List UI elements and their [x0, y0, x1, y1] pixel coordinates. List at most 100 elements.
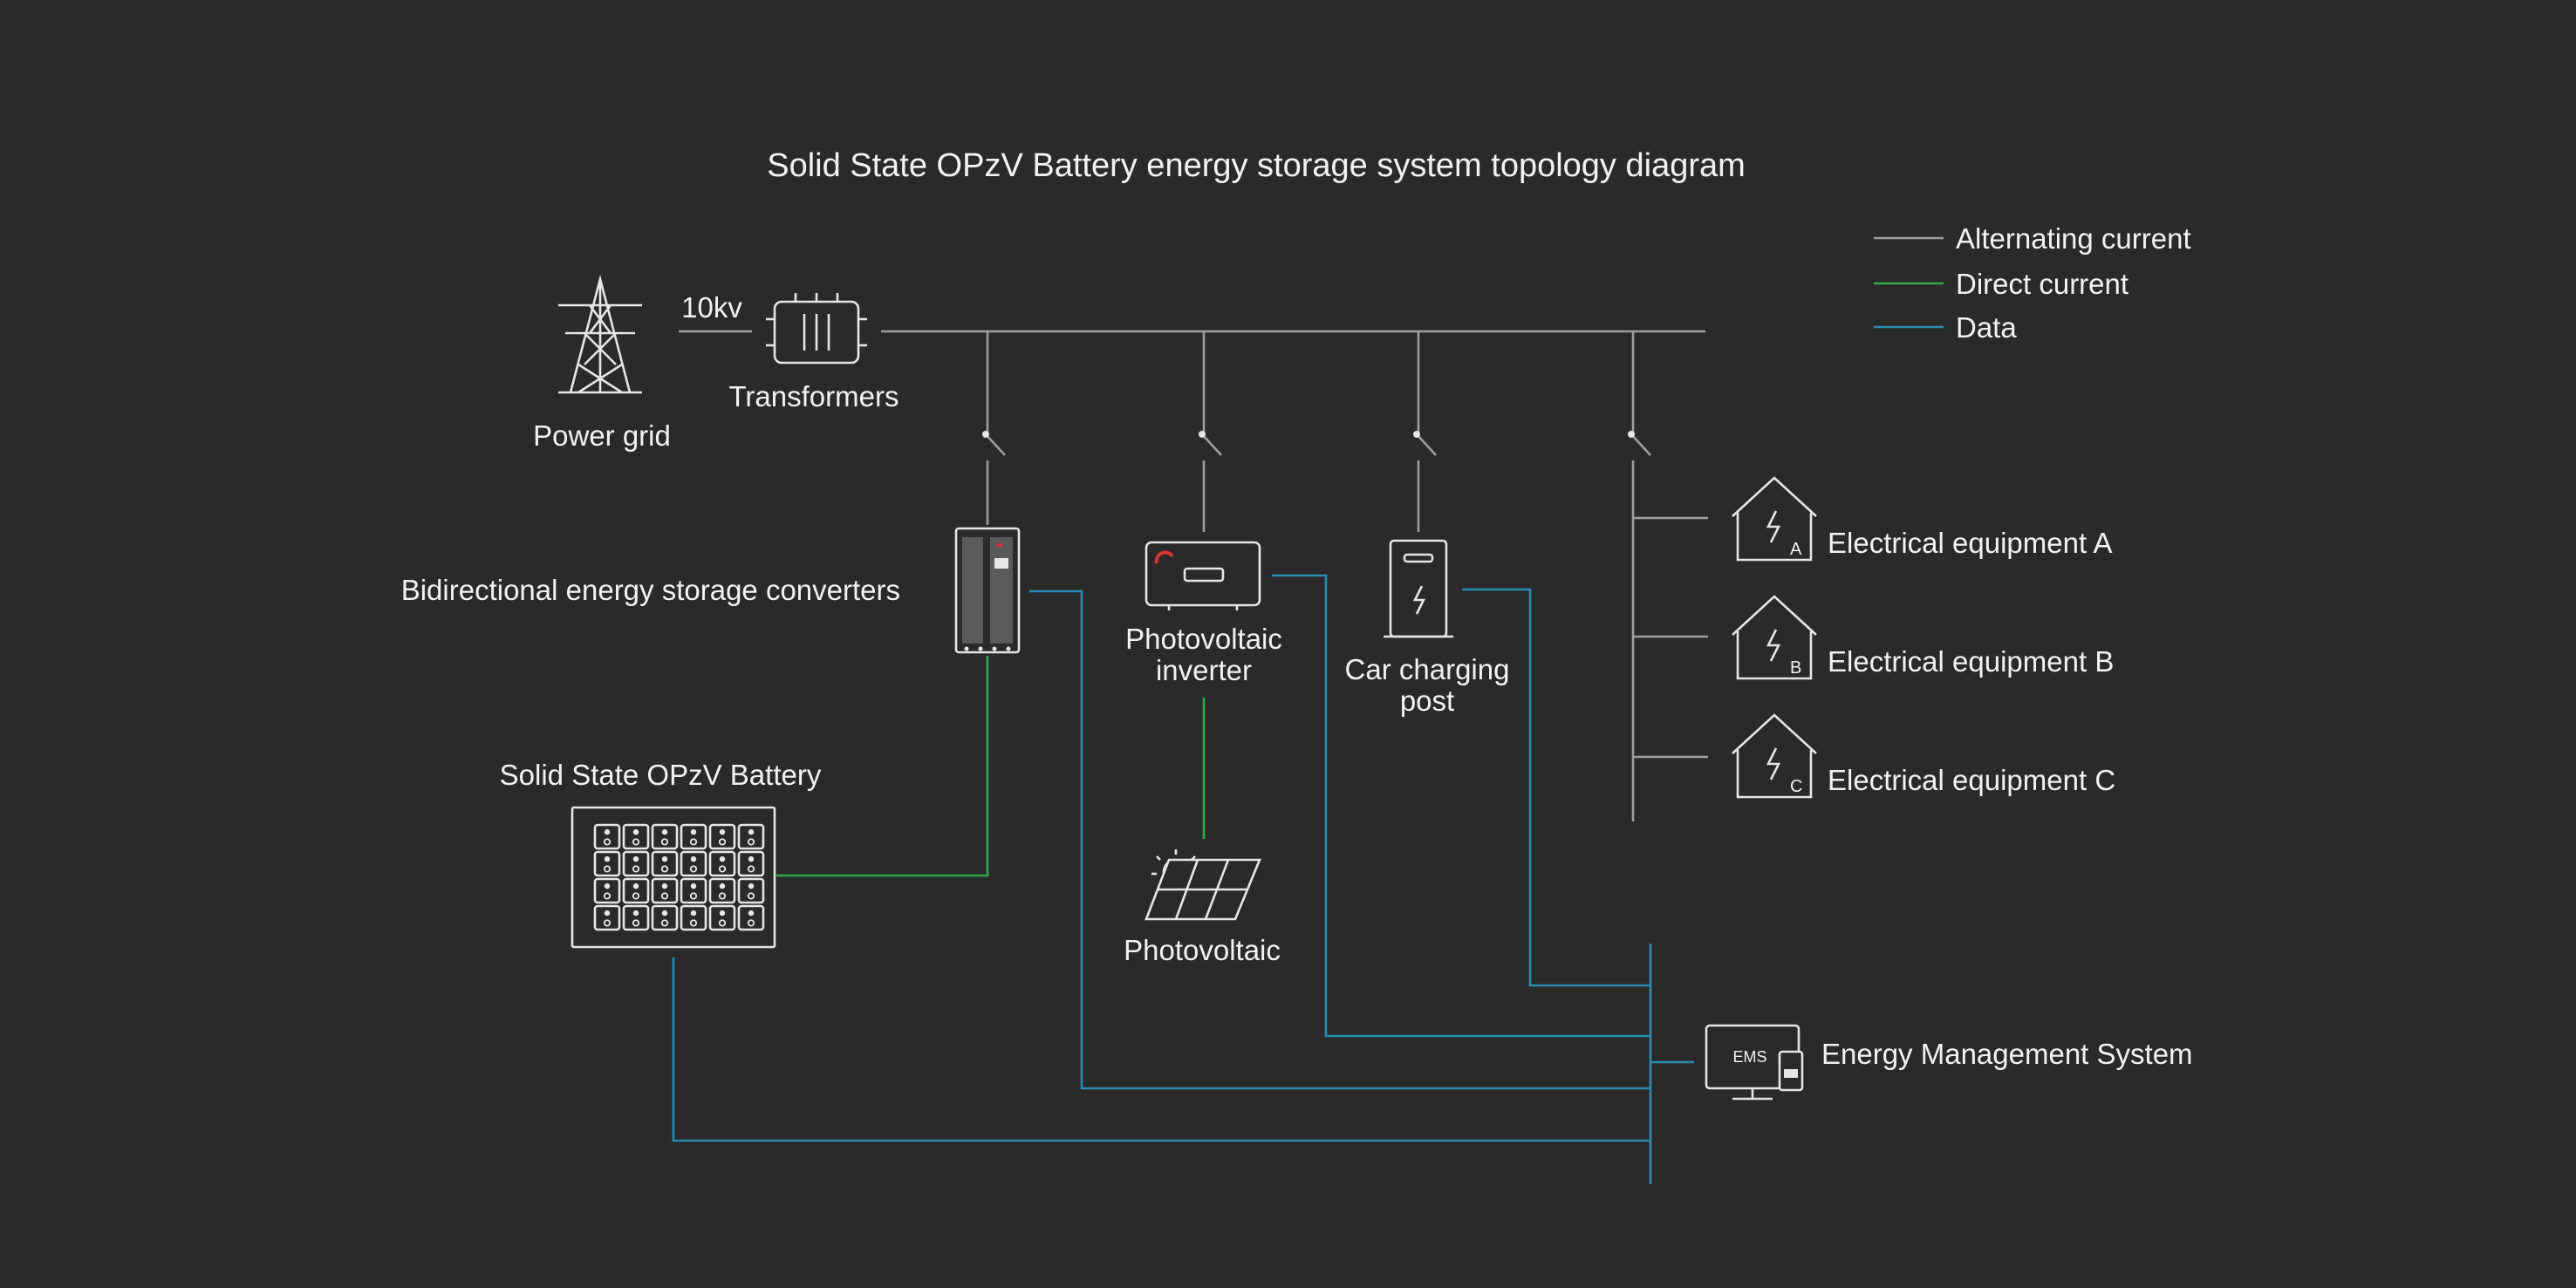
battery-cell [680, 904, 707, 931]
svg-text:B: B [1790, 658, 1801, 678]
transmission-tower-icon [558, 274, 642, 394]
charging-post-label-2: post [1400, 685, 1454, 717]
battery-terminal [747, 838, 755, 846]
battery-terminal [690, 910, 697, 917]
battery-terminal [718, 892, 727, 900]
battery-terminal [719, 828, 726, 835]
battery-terminal [632, 828, 639, 835]
battery-terminal [719, 855, 726, 862]
battery-terminal [661, 828, 668, 835]
battery-terminal [689, 892, 698, 900]
battery-terminal [660, 919, 669, 927]
legend-ac-label: Alternating current [1956, 222, 2191, 255]
svg-text:A: A [1790, 540, 1802, 559]
converter-label: Bidirectional energy storage converters [401, 574, 900, 606]
battery-terminal [718, 919, 727, 927]
battery-terminal [604, 855, 611, 862]
battery-cell [680, 823, 707, 850]
battery-cell [593, 877, 621, 904]
voltage-label: 10kv [681, 291, 742, 324]
battery-terminal [690, 855, 697, 862]
battery-cell [651, 823, 679, 850]
battery-terminal [689, 865, 698, 873]
battery-terminal [747, 892, 755, 900]
svg-text:C: C [1790, 777, 1802, 796]
charging-post-icon [1384, 539, 1453, 638]
switch-icon [982, 431, 1651, 456]
solar-panel-icon [1145, 849, 1261, 921]
battery-terminal [660, 892, 669, 900]
battery-terminal [689, 919, 698, 927]
battery-cell [737, 823, 765, 850]
battery-terminal [661, 855, 668, 862]
pv-inverter-label-1: Photovoltaic [1125, 623, 1282, 655]
ems-monitor-icon: EMS [1705, 1024, 1804, 1101]
battery-terminal [632, 910, 639, 917]
battery-terminal [632, 855, 639, 862]
legend: Alternating current Direct current Data [1874, 222, 2191, 344]
transformer-icon [766, 293, 867, 365]
battery-terminal [604, 883, 611, 889]
charging-post-label-1: Car charging [1345, 653, 1510, 685]
dc-links [776, 656, 1206, 877]
house-bolt-icon-c: C [1732, 713, 1817, 799]
battery-terminal [748, 855, 755, 862]
battery-terminal [603, 838, 612, 846]
battery-terminal [718, 838, 727, 846]
battery-terminal [690, 883, 697, 889]
battery-cell [737, 850, 765, 877]
battery-terminal [632, 892, 640, 900]
battery-terminal [719, 910, 726, 917]
diagram-title: Solid State OPzV Battery energy storage … [767, 147, 1746, 184]
battery-cell [593, 850, 621, 877]
battery-terminal [632, 883, 639, 889]
battery-terminal [661, 883, 668, 889]
battery-terminal [604, 828, 611, 835]
converter-cabinet-icon [954, 527, 1021, 654]
ac-bus [881, 330, 1708, 821]
battery-terminal [689, 838, 698, 846]
battery-terminal [603, 865, 612, 873]
transformers-label: Transformers [729, 380, 899, 412]
data-links [672, 574, 1694, 1184]
legend-dc-label: Direct current [1956, 268, 2128, 300]
battery-cell [651, 904, 679, 931]
battery-cell [651, 850, 679, 877]
power-grid-label: Power grid [533, 419, 671, 452]
battery-cell [708, 877, 736, 904]
battery-cell [680, 850, 707, 877]
battery-label: Solid State OPzV Battery [500, 759, 822, 791]
battery-terminal [747, 865, 755, 873]
battery-terminal [603, 892, 612, 900]
battery-cell [651, 877, 679, 904]
pv-inverter-label-2: inverter [1156, 654, 1252, 686]
battery-cell [708, 904, 736, 931]
battery-terminal [718, 865, 727, 873]
battery-terminal [661, 910, 668, 917]
house-bolt-icon-a: A [1732, 476, 1817, 562]
equipment-a-label: Electrical equipment A [1828, 527, 2113, 559]
battery-terminal [748, 910, 755, 917]
battery-pack-icon [571, 806, 776, 949]
battery-terminal [632, 865, 640, 873]
battery-cell [708, 823, 736, 850]
battery-cell [622, 850, 650, 877]
battery-terminal [719, 883, 726, 889]
battery-cell [737, 877, 765, 904]
svg-text:EMS: EMS [1732, 1048, 1766, 1066]
battery-terminal [747, 919, 755, 927]
battery-cell [622, 877, 650, 904]
battery-terminal [748, 828, 755, 835]
battery-terminal [660, 865, 669, 873]
battery-cell [593, 904, 621, 931]
battery-cell [680, 877, 707, 904]
battery-terminal [690, 828, 697, 835]
battery-terminal [748, 883, 755, 889]
equipment-b-label: Electrical equipment B [1828, 645, 2114, 678]
battery-terminal [632, 838, 640, 846]
battery-cell [622, 823, 650, 850]
battery-cell [622, 904, 650, 931]
house-bolt-icon-b: B [1732, 595, 1817, 680]
battery-cell [737, 904, 765, 931]
